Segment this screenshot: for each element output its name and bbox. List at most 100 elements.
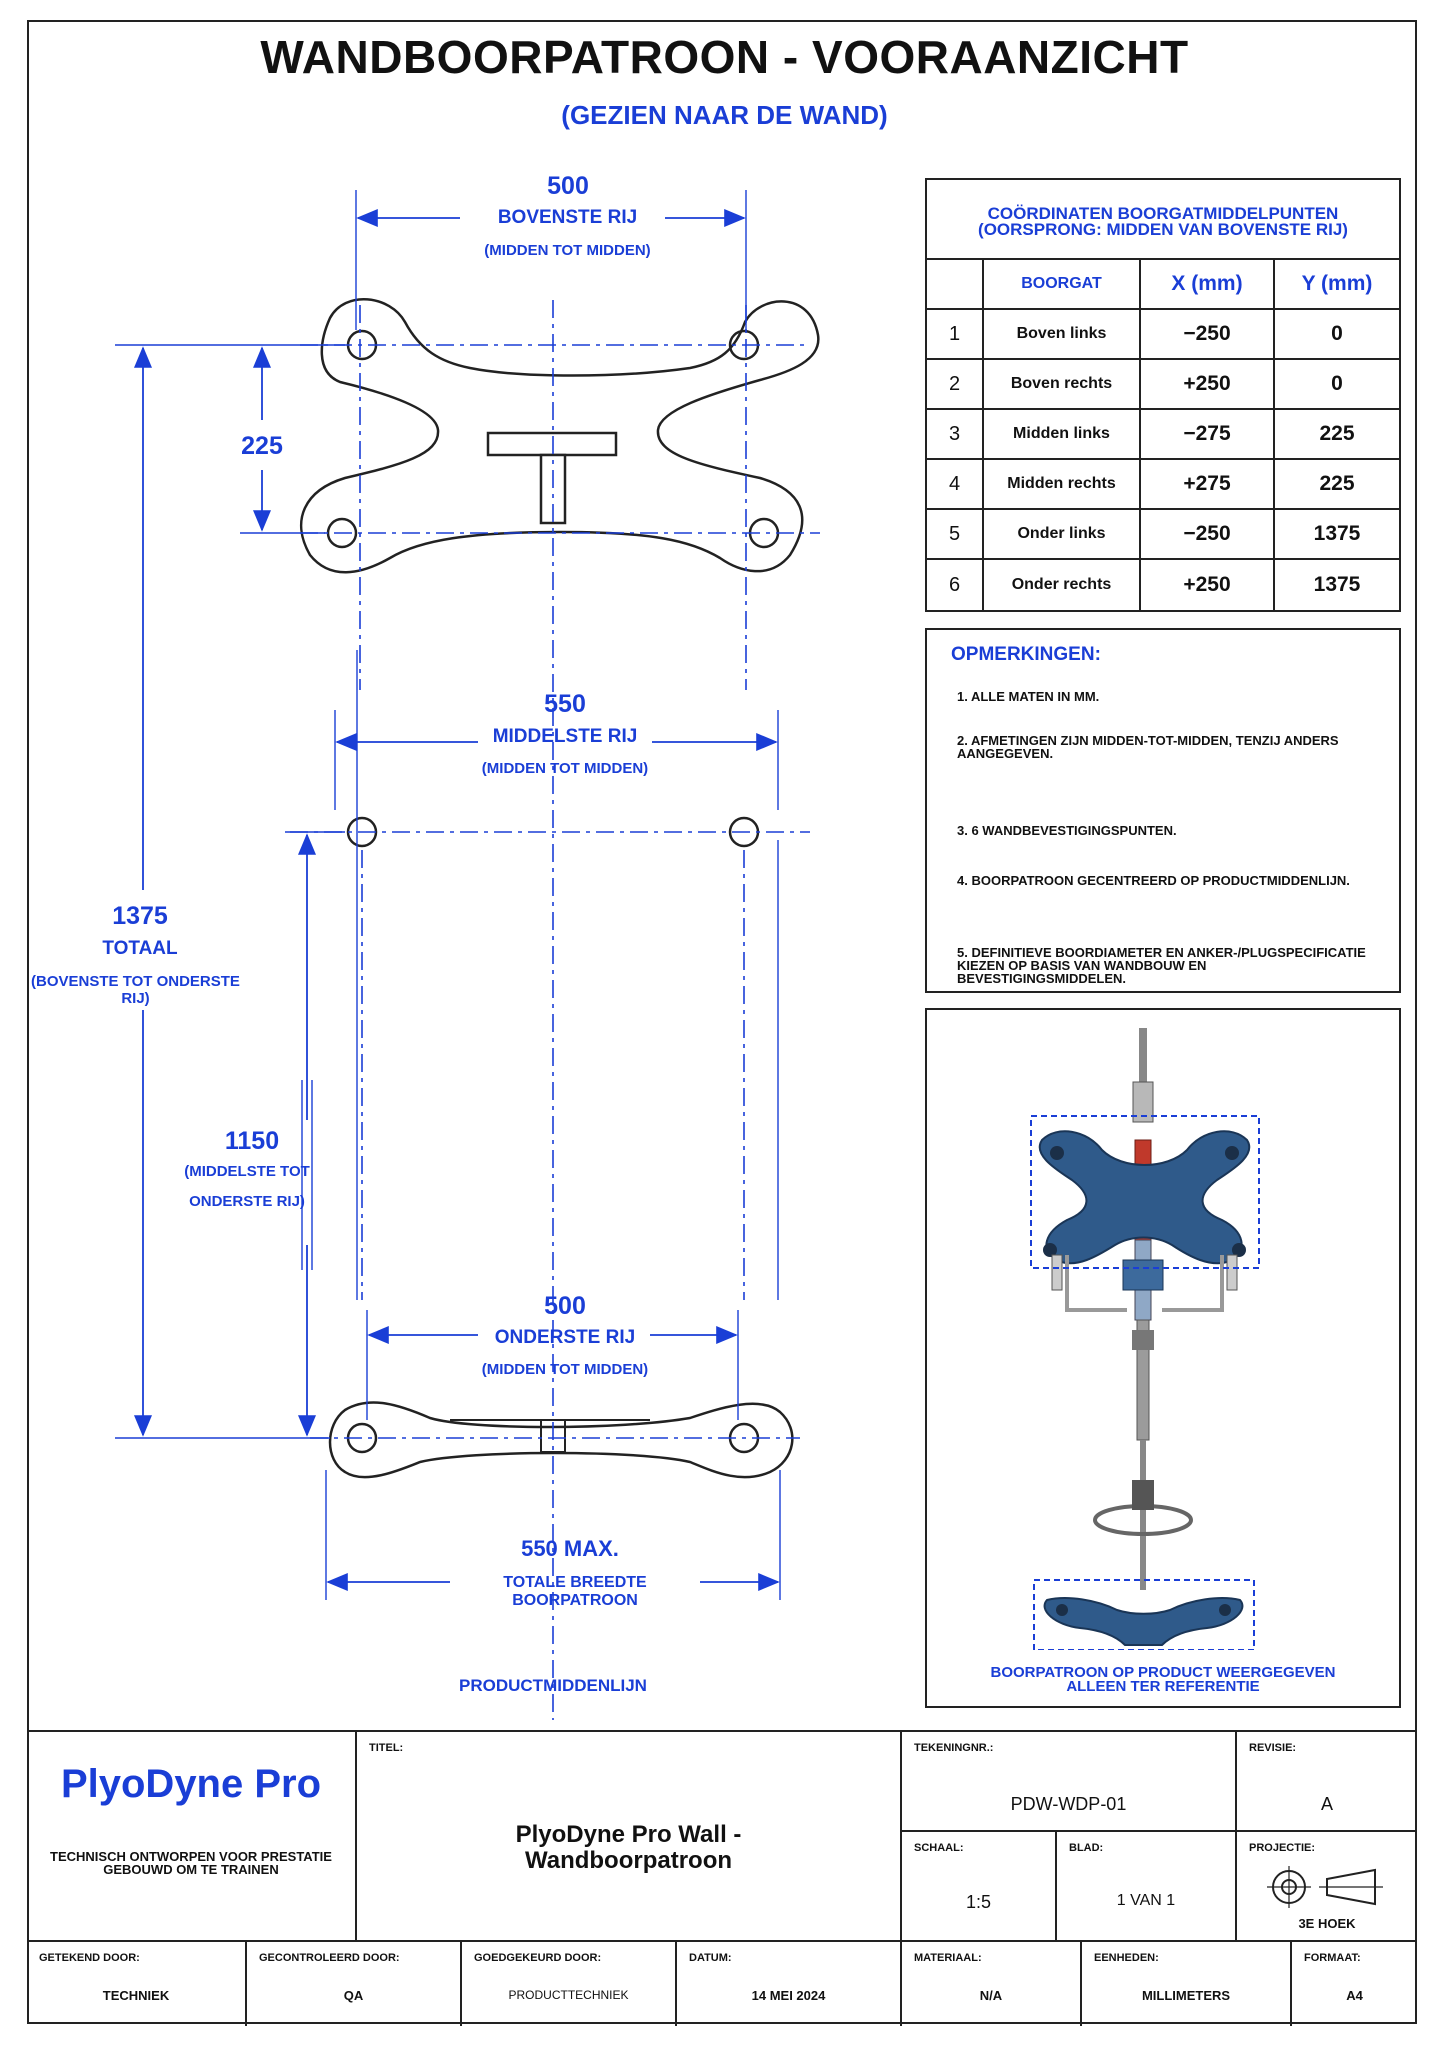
table-row: 1 Boven links −250 0: [927, 310, 1399, 360]
dim-top-row-label: BOVENSTE RIJ: [497, 207, 638, 228]
dim-total-value: 1375: [112, 902, 168, 930]
dim-225-value: 225: [241, 432, 283, 460]
row-name: Onder rechts: [984, 560, 1141, 610]
drawing-no-cell: TEKENINGNR.: PDW-WDP-01: [902, 1732, 1237, 1832]
third-angle-projection-icon: [1267, 1866, 1383, 1908]
table-title-line1: COÖRDINATEN BOORGATMIDDELPUNTEN: [987, 204, 1339, 223]
dim-overall-value: 550 MAX.: [521, 1536, 619, 1561]
dim-1150-label2: ONDERSTE RIJ): [189, 1193, 305, 1210]
row-y: 225: [1319, 472, 1355, 495]
drawn-cell: GETEKEND DOOR: TECHNIEK: [27, 1942, 247, 2026]
reference-caption: BOORPATROON OP PRODUCT WEERGEGEVEN ALLEE…: [927, 1664, 1399, 1695]
bottom-bracket-outline: [328, 1401, 794, 1479]
projection: 3E HOEK: [1298, 1916, 1356, 1931]
units-label: EENHEDEN:: [1094, 1952, 1159, 1964]
row-x: +275: [1141, 460, 1275, 508]
date-cell: DATUM: 14 MEI 2024: [677, 1942, 902, 2026]
dim-middle-row-note: (MIDDEN TOT MIDDEN): [481, 760, 649, 777]
date: 14 MEI 2024: [751, 1988, 826, 2003]
table-row: 4 Midden rechts +275 225: [927, 460, 1399, 510]
top-bracket-crossbar: [486, 431, 618, 457]
center-lines: [290, 300, 820, 1720]
table-header-row: BOORGAT X (mm) Y (mm): [927, 260, 1399, 310]
brand-tagline-line1: TECHNISCH ONTWORPEN VOOR PRESTATIE: [50, 1849, 332, 1864]
brand-logo: PlyoDyne Pro: [60, 1762, 322, 1806]
drawing-no-label: TEKENINGNR.:: [914, 1742, 994, 1754]
note-5: 5. DEFINITIEVE BOORDIAMETER EN ANKER-/PL…: [957, 945, 1366, 986]
checked-label: GECONTROLEERD DOOR:: [259, 1952, 400, 1964]
reference-caption-line1: BOORPATROON OP PRODUCT WEERGEGEVEN: [990, 1664, 1336, 1681]
scale: 1:5: [965, 1892, 992, 1912]
dim-total-note: (BOVENSTE TOT ONDERSTE RIJ): [31, 973, 240, 1007]
reference-caption-line2: ALLEEN TER REFERENTIE: [1066, 1678, 1260, 1695]
page-subtitle: (GEZIEN NAAR DE WAND): [561, 100, 888, 130]
row-y: 225: [1319, 422, 1355, 445]
checked-cell: GECONTROLEERD DOOR: QA: [247, 1942, 462, 2026]
dim-1150-value: 1150: [224, 1127, 280, 1155]
scale-label: SCHAAL:: [914, 1842, 964, 1854]
checked: QA: [343, 1988, 364, 2003]
approved: PRODUCTTECHNIEK: [508, 1988, 629, 2002]
col-x: X (mm): [1141, 260, 1275, 308]
brand-cell: PlyoDyne Pro TECHNISCH ONTWORPEN VOOR PR…: [27, 1732, 357, 1942]
units-cell: EENHEDEN: MILLIMETERS: [1082, 1942, 1292, 2026]
row-number: 2: [927, 360, 984, 408]
note-2: 2. AFMETINGEN ZIJN MIDDEN-TOT-MIDDEN, TE…: [957, 733, 1339, 761]
table-row: 5 Onder links −250 1375: [927, 510, 1399, 560]
drawing-title: PlyoDyne Pro Wall - Wandboorpatroon: [357, 1822, 900, 1874]
dim-top-row-value: 500: [547, 172, 589, 200]
top-bracket-outline: [299, 297, 820, 574]
row-x: −250: [1141, 510, 1275, 558]
drawing-no: PDW-WDP-01: [1010, 1794, 1127, 1814]
row-number: 5: [927, 510, 984, 558]
row-y: 1375: [1313, 573, 1361, 596]
format-cell: FORMAAT: A4: [1292, 1942, 1417, 2026]
dim-bottom-row-value: 500: [544, 1292, 586, 1320]
centerline-label: PRODUCTMIDDENLIJN: [459, 1676, 647, 1695]
row-name: Onder links: [984, 510, 1141, 558]
dim-bottom-row-note: (MIDDEN TOT MIDDEN): [481, 1361, 649, 1378]
row-name: Boven links: [984, 310, 1141, 358]
bottom-bracket-stem: [540, 1419, 566, 1453]
row-name: Midden links: [984, 410, 1141, 458]
drawing-title-line1: PlyoDyne Pro Wall -: [515, 1821, 742, 1848]
material-cell: MATERIAAL: N/A: [902, 1942, 1082, 2026]
row-y: 0: [1331, 372, 1343, 395]
row-y: 1375: [1313, 522, 1361, 545]
approved-cell: GOEDGEKEURD DOOR: PRODUCTTECHNIEK: [462, 1942, 677, 2026]
coordinates-table: COÖRDINATEN BOORGATMIDDELPUNTEN (OORSPRO…: [925, 178, 1401, 612]
notes-panel: OPMERKINGEN: 1. ALLE MATEN IN MM. 2. AFM…: [925, 628, 1401, 993]
revision-cell: REVISIE: A: [1237, 1732, 1417, 1832]
approved-label: GOEDGEKEURD DOOR:: [474, 1952, 602, 1964]
row-number: 1: [927, 310, 984, 358]
drawing-title-line2: Wandboorpatroon: [524, 1847, 733, 1874]
dim-middle-row-value: 550: [544, 690, 586, 718]
revision: A: [1320, 1794, 1333, 1814]
projection-label: PROJECTIE:: [1249, 1842, 1316, 1854]
notes-title: OPMERKINGEN:: [951, 644, 1101, 665]
row-y: 0: [1331, 322, 1343, 345]
table-row: 3 Midden links −275 225: [927, 410, 1399, 460]
row-number: 3: [927, 410, 984, 458]
title-cell: TITEL: PlyoDyne Pro Wall - Wandboorpatro…: [357, 1732, 902, 1942]
table-row: 2 Boven rechts +250 0: [927, 360, 1399, 410]
material: N/A: [979, 1988, 1003, 2003]
row-x: +250: [1141, 360, 1275, 408]
sheet-cell: BLAD: 1 VAN 1: [1057, 1832, 1237, 1942]
sheet: 1 VAN 1: [1116, 1892, 1176, 1909]
revision-label: REVISIE:: [1249, 1742, 1297, 1754]
material-label: MATERIAAL:: [914, 1952, 982, 1964]
format: A4: [1346, 1988, 1363, 2003]
dim-total-label: TOTAAL: [102, 938, 178, 959]
page-title: WANDBOORPATROON - VOORAANZICHT: [260, 31, 1189, 83]
scale-cell: SCHAAL: 1:5: [902, 1832, 1057, 1942]
row-x: −250: [1141, 310, 1275, 358]
drawn: TECHNIEK: [102, 1988, 170, 2003]
table-title-line2: (OORSPRONG: MIDDEN VAN BOVENSTE RIJ): [978, 220, 1348, 239]
dim-1150-label: (MIDDELSTE TOT: [184, 1163, 310, 1180]
reference-image-panel: BOORPATROON OP PRODUCT WEERGEGEVEN ALLEE…: [925, 1008, 1401, 1708]
brand-tagline-line2: GEBOUWD OM TE TRAINEN: [103, 1862, 279, 1877]
dim-bottom-row-label: ONDERSTE RIJ: [494, 1327, 636, 1348]
format-label: FORMAAT:: [1304, 1952, 1361, 1964]
